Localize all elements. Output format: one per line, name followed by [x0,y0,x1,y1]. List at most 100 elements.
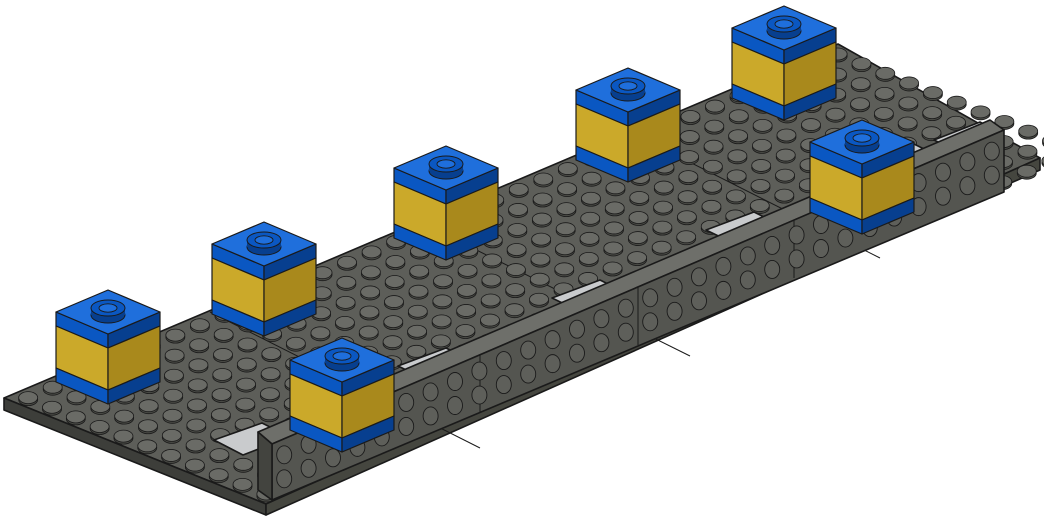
stud-top [850,77,871,91]
wall-stud [325,448,341,468]
stud-top [211,388,232,401]
stud-top [336,275,357,289]
stud-top [875,66,896,80]
stud-top [750,179,771,192]
stud-top [162,408,183,422]
stud-top [554,262,575,276]
wall-stud [764,259,781,279]
stud-top [579,231,600,245]
stud-top [456,283,477,297]
stud-top [922,106,943,120]
stud-top [605,181,626,195]
stud-top [581,171,602,185]
stud-top [556,202,577,216]
stud-top [850,97,870,111]
stud-top [237,337,258,351]
wall-stud [398,416,415,436]
stud-top [480,313,500,327]
wall-stud [691,267,707,287]
stud-top [680,110,701,123]
stud-top [580,211,601,225]
stud-top [825,107,846,121]
stud-top [431,334,451,348]
stud-top [235,397,256,411]
stud-top [213,348,233,361]
stud-top [727,149,748,163]
wall-stud [764,235,781,255]
stud-top [457,263,478,277]
stud-top [704,119,725,133]
wall-stud [983,165,1000,185]
wall-stud [617,322,634,342]
stud-top [335,316,355,329]
stud-top [775,168,795,182]
stud-top [236,377,256,391]
wall-stud [935,162,951,182]
lego-brick-block-2 [211,221,317,337]
stud-top [259,407,280,421]
stud-top [627,231,648,244]
stud-top [358,325,379,339]
brick-right-face [341,415,395,453]
wall-stud [569,319,585,339]
stud-top [382,335,403,349]
stud-top [164,348,185,362]
stud-top [705,99,725,113]
stud-top [360,285,381,299]
stud-top [384,295,404,308]
wall-stud [715,280,732,300]
stud-top [873,106,894,120]
wall-stud [471,361,488,381]
stud-top [18,391,39,405]
stud-top [65,410,86,424]
wall-stud [495,375,512,395]
brick-stud-hole [774,19,794,29]
stud-top [897,116,918,130]
stud-top [385,255,406,268]
stud-top [653,200,673,214]
stud-top [161,449,181,462]
stud-top [752,118,773,132]
stud-top [702,159,723,173]
stud-top [677,210,697,224]
stud-top [602,261,623,275]
stud-top [185,438,206,452]
stud-top [361,245,382,259]
wall-stud [935,186,951,206]
stud-top [187,398,207,412]
wall-stud [544,354,561,374]
stud-top [628,211,649,224]
brick-right-face [107,367,161,405]
stud-top [504,303,525,317]
stud-top [456,304,477,317]
stud-top [533,172,554,186]
stud-top [189,338,210,352]
stud-top [530,252,551,266]
stud-top [210,408,231,421]
stud-top [532,192,553,206]
stud-top [946,95,967,109]
stud-top [138,419,158,433]
stud-top [677,190,698,204]
stud-top [164,368,184,382]
stud-top [726,189,746,203]
wall-stud [422,382,439,402]
stud-top [629,191,650,204]
stud-top [678,170,699,184]
stud-top [775,148,796,162]
blocks-front-row [289,119,915,453]
stud-top [89,420,110,433]
wall-stud [691,291,707,311]
stud-top [898,96,919,110]
stud-top [653,180,674,194]
stud-top [627,251,648,265]
stud-top [232,477,253,491]
stud-top [703,139,724,153]
brick-stud-hole [852,133,872,143]
stud-top [383,315,404,329]
stud-top [161,428,182,442]
stud-top [508,203,528,216]
stud-top [407,304,428,318]
stud-top [508,182,529,196]
stud-top [359,305,380,319]
